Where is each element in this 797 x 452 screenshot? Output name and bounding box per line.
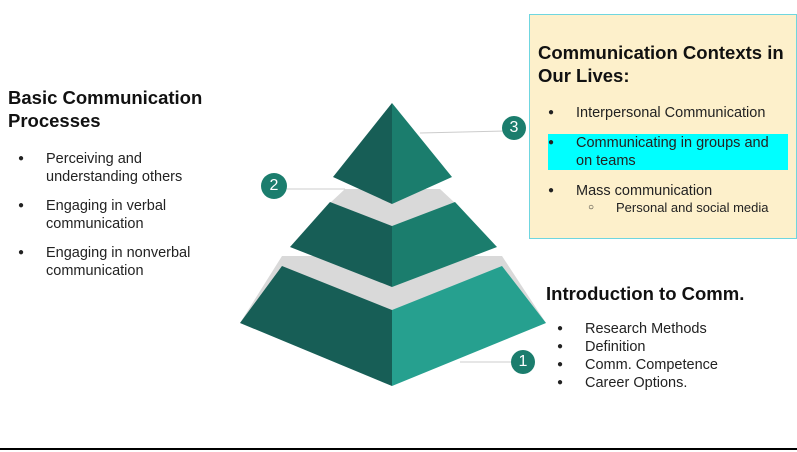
connector-line-3 (419, 130, 506, 134)
level-1-marker: 1 (511, 350, 535, 374)
pyramid-level-1-right (392, 266, 546, 386)
list-item: Comm. Competence (557, 356, 777, 374)
intro-list: Research Methods Definition Comm. Compet… (557, 320, 777, 392)
intro-heading: Introduction to Comm. (546, 283, 745, 304)
list-item: Definition (557, 338, 777, 356)
sublist-item: Personal and social media (576, 200, 788, 216)
level-2-marker: 2 (261, 173, 287, 199)
basic-processes-list: Perceiving and understanding others Enga… (18, 150, 218, 291)
level-3-marker: 3 (502, 116, 526, 140)
pyramid-level-1-left (240, 266, 392, 386)
contexts-list: Interpersonal Communication Communicatin… (548, 104, 788, 228)
basic-processes-heading: Basic Communication Processes (8, 87, 203, 132)
list-item-highlighted: Communicating in groups and on teams (548, 134, 788, 170)
list-item-label: Mass communication (576, 183, 713, 199)
list-item: Engaging in verbal communication (18, 197, 218, 233)
list-item: Career Options. (557, 374, 777, 392)
separator-middle-left (330, 189, 392, 226)
list-item: Engaging in nonverbal communication (18, 244, 218, 280)
pyramid-level-3-right (392, 103, 452, 204)
list-item: Mass communication Personal and social m… (548, 182, 788, 216)
pyramid-level-2-left (290, 202, 392, 287)
contexts-sublist: Personal and social media (576, 200, 788, 216)
pyramid-level-2-right (392, 202, 497, 287)
list-item: Research Methods (557, 320, 777, 338)
bottom-divider (0, 448, 797, 450)
pyramid-level-3-left (333, 103, 392, 204)
separator-middle-right (392, 189, 455, 226)
contexts-heading: Communication Contexts in Our Lives: (538, 42, 784, 87)
contexts-panel: Communication Contexts in Our Lives: Int… (529, 14, 797, 239)
list-item: Perceiving and understanding others (18, 150, 218, 186)
list-item: Interpersonal Communication (548, 104, 788, 122)
